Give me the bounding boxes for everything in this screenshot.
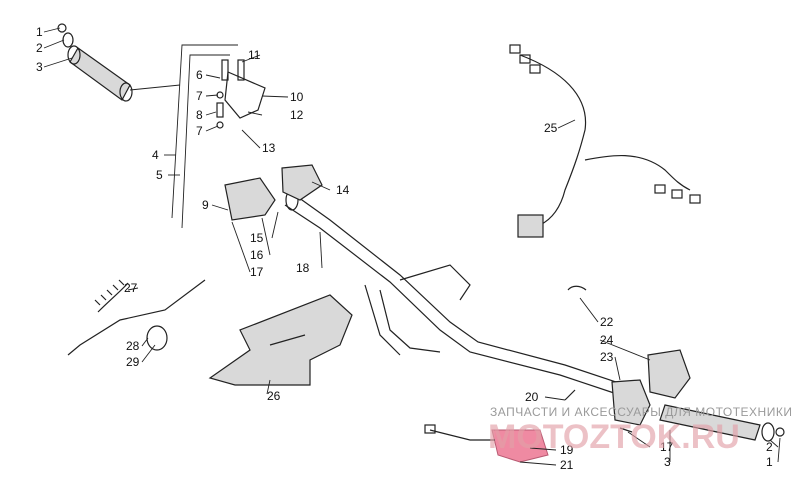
right-controls bbox=[424, 285, 785, 463]
handlebar-pad bbox=[208, 294, 353, 386]
callout-7a: 7 bbox=[196, 89, 203, 103]
callout-23: 23 bbox=[600, 350, 614, 364]
callout-9: 9 bbox=[202, 198, 209, 212]
watermark: MOTOZTOK.RU ЗАПЧАСТИ И АКСЕССУАРЫ ДЛЯ МО… bbox=[488, 405, 792, 456]
callout-16: 16 bbox=[250, 248, 264, 262]
callout-3a: 3 bbox=[36, 60, 43, 74]
callout-29: 29 bbox=[126, 355, 140, 369]
throttle-cable bbox=[67, 279, 206, 356]
callout-19: 19 bbox=[560, 443, 574, 457]
callout-2a: 2 bbox=[36, 41, 43, 55]
callout-21: 21 bbox=[560, 458, 574, 472]
callout-1a: 1 bbox=[36, 25, 43, 39]
wire-harness bbox=[509, 44, 701, 238]
callout-28: 28 bbox=[126, 339, 140, 353]
callout-8: 8 bbox=[196, 108, 203, 122]
callout-12: 12 bbox=[290, 108, 304, 122]
leader-lines bbox=[43, 27, 781, 466]
callout-3b: 3 bbox=[664, 455, 671, 469]
callout-10: 10 bbox=[290, 90, 304, 104]
callout-25: 25 bbox=[544, 121, 558, 135]
callout-24: 24 bbox=[600, 333, 614, 347]
callout-15: 15 bbox=[250, 231, 264, 245]
callout-26: 26 bbox=[267, 389, 281, 403]
throttle-control bbox=[216, 59, 323, 221]
callout-11: 11 bbox=[248, 48, 261, 62]
callout-labels: 1 2 3 4 5 6 7 8 7 9 10 11 12 13 14 15 16… bbox=[36, 25, 773, 472]
handlebar bbox=[284, 189, 626, 396]
callout-17b: 17 bbox=[660, 440, 674, 454]
bracket-lines bbox=[129, 44, 238, 229]
watermark-logo: MOTOZTOK.RU bbox=[488, 418, 740, 456]
callout-14: 14 bbox=[336, 183, 350, 197]
callout-6: 6 bbox=[196, 68, 203, 82]
callout-13: 13 bbox=[262, 141, 276, 155]
callout-18: 18 bbox=[296, 261, 310, 275]
callout-2b: 2 bbox=[766, 440, 773, 454]
callout-22: 22 bbox=[600, 315, 614, 329]
callout-7b: 7 bbox=[196, 124, 203, 138]
callout-4: 4 bbox=[152, 148, 159, 162]
callout-17a: 17 bbox=[250, 265, 264, 279]
watermark-tagline: ЗАПЧАСТИ И АКСЕССУАРЫ ДЛЯ МОТОТЕХНИКИ bbox=[490, 405, 792, 419]
callout-27: 27 bbox=[124, 281, 138, 295]
callout-20: 20 bbox=[525, 390, 539, 404]
callout-5: 5 bbox=[156, 168, 163, 182]
callout-1b: 1 bbox=[766, 455, 773, 469]
left-grip bbox=[57, 23, 133, 102]
